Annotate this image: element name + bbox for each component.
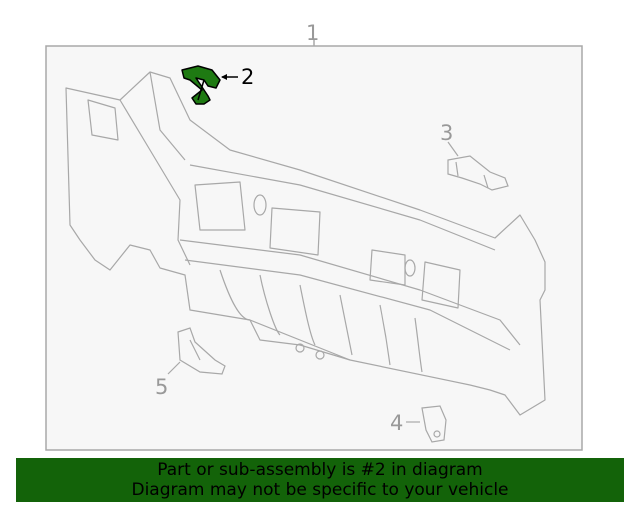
- rear-panel-part-1: [65, 71, 546, 416]
- bracket-part-5: [177, 327, 226, 375]
- callout-5-leader: [167, 361, 181, 375]
- callout-2-arrowhead: [221, 74, 227, 80]
- callout-4: 4: [390, 411, 403, 435]
- notice-line-disclaimer: Diagram may not be specific to your vehi…: [131, 480, 509, 500]
- parts-diagram: 1 2 3 4: [45, 21, 583, 451]
- notice-banner: Part or sub-assembly is #2 in diagram Di…: [16, 458, 624, 502]
- callout-2: 2: [241, 65, 254, 89]
- diagram-frame: [45, 45, 583, 451]
- callout-5: 5: [155, 375, 168, 399]
- clip-part-2-highlighted: [181, 65, 221, 105]
- bracket-part-4: [421, 405, 447, 443]
- callout-3: 3: [440, 121, 453, 145]
- callout-3-leader: [447, 141, 459, 157]
- bracket-part-3: [447, 155, 509, 191]
- callout-1: 1: [306, 21, 319, 45]
- notice-line-part: Part or sub-assembly is #2 in diagram: [157, 460, 483, 480]
